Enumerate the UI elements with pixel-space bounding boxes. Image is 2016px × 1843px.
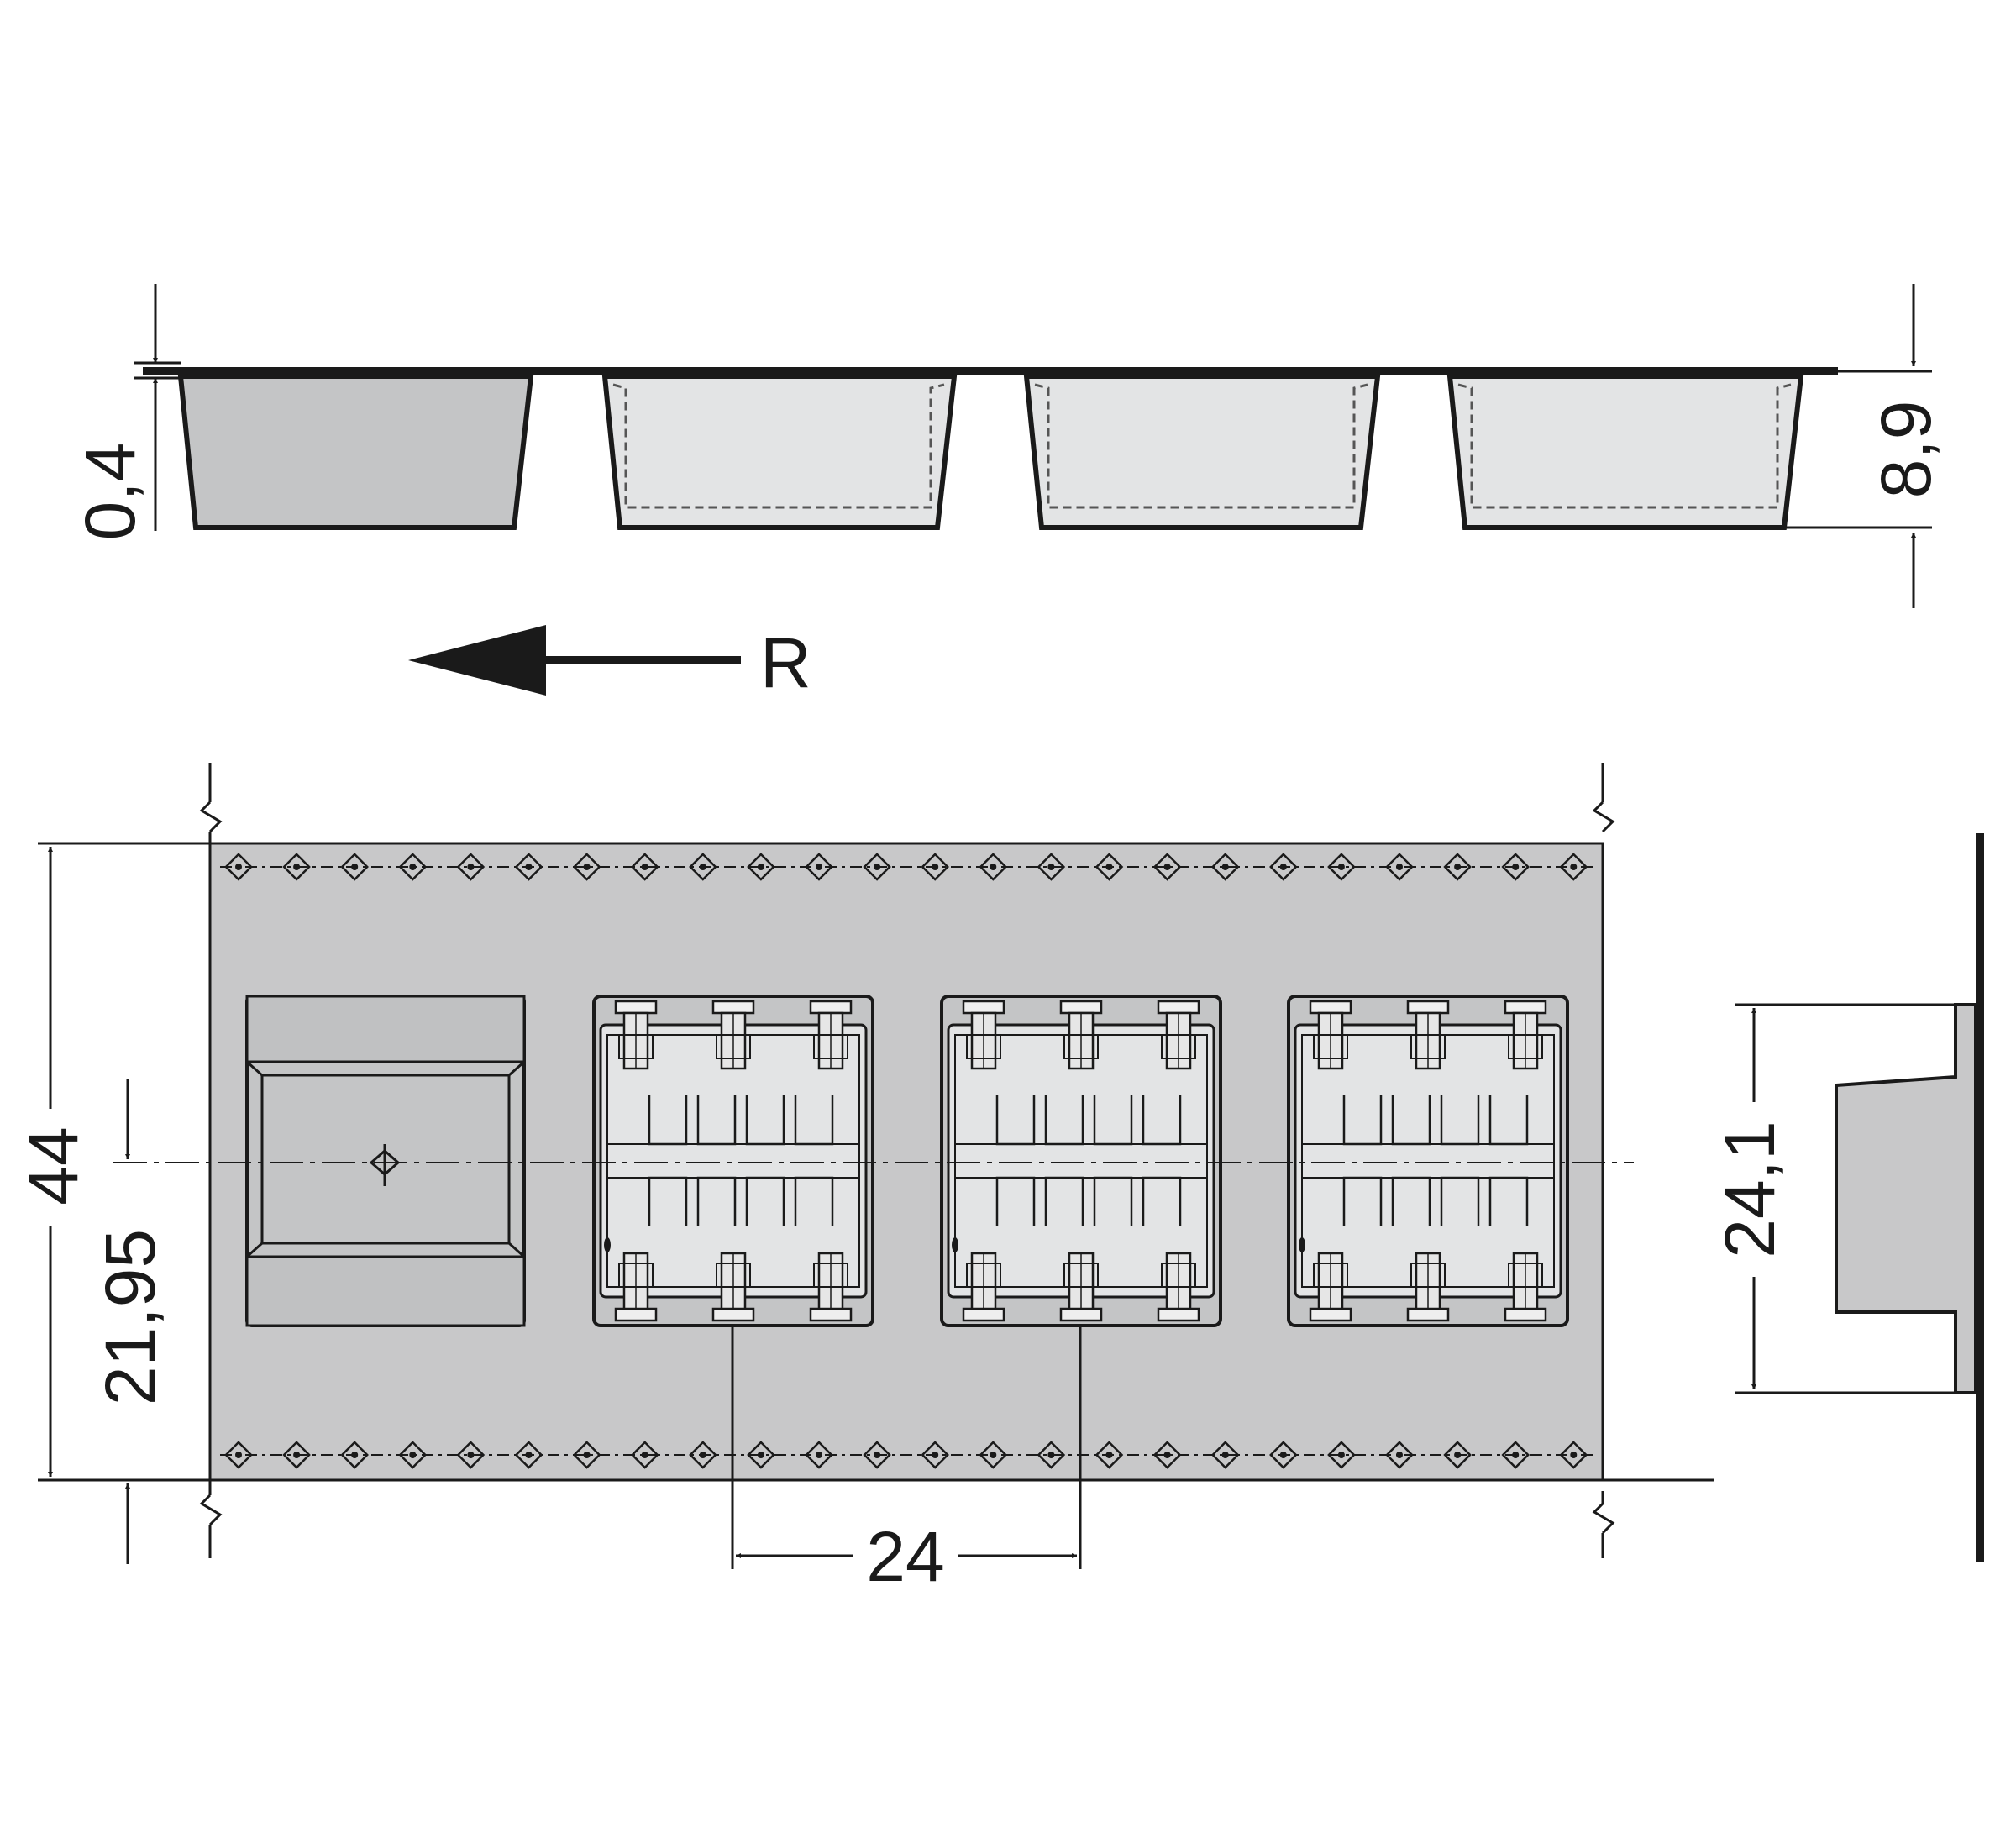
component-pin [962,1000,1005,1070]
pocket-width-label: 24,1 [1710,1121,1789,1258]
sprocket-hole [1501,853,1530,881]
end-view: 24,1 [1710,833,1984,1562]
component-pin [1157,1252,1200,1322]
break-mark-right [1592,763,1615,1558]
sprocket-hole [1210,853,1240,881]
component-pin [1406,1252,1450,1322]
sprocket-hole [1327,853,1356,881]
sprocket-hole [340,853,369,881]
sprocket-hole [340,1441,369,1469]
sprocket-hole [514,1441,543,1469]
sprocket-hole [224,853,253,881]
top-view: 44 21,95 24 [13,763,1714,1596]
tape-width-label: 44 [13,1126,92,1205]
component-pin [1406,1000,1450,1070]
sprocket-hole [1152,853,1182,881]
sprocket-hole [1269,853,1298,881]
component-pin [1059,1000,1103,1070]
component-pin [614,1000,658,1070]
sprocket-row-top [220,853,1593,881]
sprocket-hole [572,1441,601,1469]
component-pin [1504,1000,1547,1070]
sprocket-hole [921,853,949,881]
sprocket-hole [1152,1441,1182,1469]
sprocket-hole [1559,1441,1588,1469]
sprocket-hole [456,853,486,881]
side-pocket-2 [601,374,958,530]
dim-tape-width: 44 [13,842,1714,1482]
center-offset-label: 21,95 [91,1229,170,1405]
pitch-label: 24 [866,1517,944,1596]
component-pin [809,1000,853,1070]
dim-pitch: 24 [731,1326,1082,1596]
sprocket-hole [282,853,311,881]
sprocket-hole [1385,1441,1414,1469]
sprocket-hole [282,1441,311,1469]
component-pin [1309,1252,1352,1322]
component-pockets [592,995,1569,1327]
component-pin [1309,1000,1352,1070]
sprocket-hole [747,853,775,881]
sprocket-hole [1501,1441,1530,1469]
sprocket-hole [1443,853,1472,881]
sprocket-hole [921,1441,949,1469]
component-pin [962,1252,1005,1322]
sprocket-hole [979,1441,1008,1469]
component-pin [1157,1000,1200,1070]
sprocket-hole [689,1441,717,1469]
side-pocket-4 [1446,374,1804,530]
sprocket-hole [1210,1441,1240,1469]
sprocket-hole [630,853,659,881]
sprocket-hole [1095,1441,1124,1469]
component-pin [1504,1252,1547,1322]
sprocket-hole [747,1441,775,1469]
cover-tape-thickness-label: 0,4 [71,443,150,541]
component-pin [809,1252,853,1322]
reel-direction-arrow: R [408,623,811,702]
sprocket-hole [572,853,601,881]
reel-direction-label: R [760,623,811,702]
component-pin [711,1000,755,1070]
sprocket-hole [1037,1441,1066,1469]
component-pocket [940,995,1222,1327]
sprocket-hole [1327,1441,1356,1469]
sprocket-hole [805,1441,833,1469]
side-view: 0,4 8,9 R [71,284,1945,702]
sprocket-hole [456,1441,486,1469]
sprocket-hole [863,1441,891,1469]
sprocket-hole [979,853,1008,881]
dim-pocket-depth: 8,9 [1784,284,1945,608]
sprocket-hole [805,853,833,881]
component-pin [711,1252,755,1322]
sprocket-hole [1037,853,1066,881]
sprocket-hole [630,1441,659,1469]
sprocket-hole [1095,853,1124,881]
sprocket-hole [1559,853,1588,881]
dim-center-offset: 21,95 [91,1079,170,1564]
end-view-pocket-profile [1835,1003,1977,1394]
end-view-tape-edge [1976,833,1984,1562]
sprocket-hole [1385,853,1414,881]
sprocket-hole [1269,1441,1298,1469]
sprocket-row-bottom [220,1441,1593,1469]
dim-cover-tape-thickness: 0,4 [71,284,181,540]
side-pocket-1 [177,374,534,530]
component-pin [1059,1252,1103,1322]
pocket-depth-label: 8,9 [1866,401,1945,499]
dim-pocket-width: 24,1 [1710,1003,1957,1394]
component-pocket [1287,995,1569,1327]
side-pocket-3 [1023,374,1381,530]
sprocket-hole [224,1441,253,1469]
sprocket-hole [863,853,891,881]
sprocket-hole [1443,1441,1472,1469]
component-pin [614,1252,658,1322]
sprocket-hole [689,853,717,881]
component-pocket [592,995,874,1327]
sprocket-hole [514,853,543,881]
sprocket-hole [398,1441,428,1469]
sprocket-hole [398,853,428,881]
empty-pocket [245,995,526,1327]
